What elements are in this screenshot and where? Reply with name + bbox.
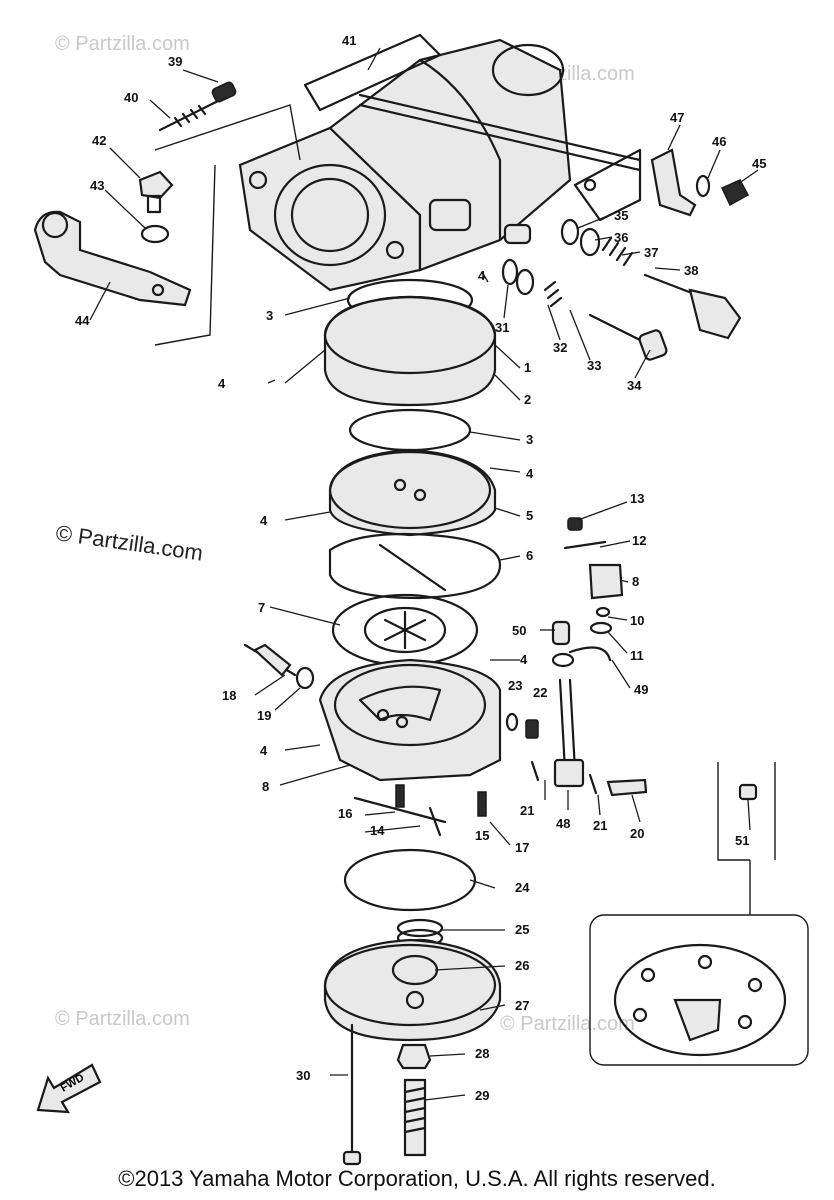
callout-12: 12	[632, 533, 646, 548]
callout-27: 27	[515, 998, 529, 1013]
callout-26: 26	[515, 958, 529, 973]
callout-3b: 3	[526, 432, 533, 447]
linkage-small-parts	[505, 712, 648, 797]
callout-47: 47	[670, 110, 684, 125]
callout-4d: 4	[260, 513, 268, 528]
callout-34: 34	[627, 378, 642, 393]
callout-19: 19	[257, 708, 271, 723]
callout-32: 32	[553, 340, 567, 355]
callout-4b: 4	[218, 376, 226, 391]
watermark-prominent: © Partzilla.com	[54, 520, 204, 565]
callout-22: 22	[533, 685, 547, 700]
leader-lines	[89, 47, 759, 1101]
lever-shaft-assembly	[551, 620, 612, 788]
callout-51: 51	[735, 833, 749, 848]
needle-valve-assembly	[563, 517, 624, 635]
callout-20: 20	[630, 826, 644, 841]
callout-36: 36	[614, 230, 628, 245]
callout-21a: 21	[520, 803, 534, 818]
callout-18: 18	[222, 688, 236, 703]
callout-16: 16	[338, 806, 352, 821]
callout-29: 29	[475, 1088, 489, 1103]
pilot-screw-assembly	[560, 218, 742, 340]
callout-35: 35	[614, 208, 628, 223]
callout-41: 41	[342, 33, 356, 48]
callout-45: 45	[752, 156, 766, 171]
callout-8b: 8	[262, 779, 269, 794]
pump-gasket	[328, 532, 502, 600]
fuel-inlet-fitting	[243, 643, 315, 690]
diaphragm-stack-upper	[323, 278, 497, 452]
callout-49: 49	[634, 682, 648, 697]
callout-4a: 4	[478, 268, 486, 283]
callout-38: 38	[684, 263, 698, 278]
callout-43: 43	[90, 178, 104, 193]
callout-4c: 4	[526, 466, 534, 481]
fwd-arrow-icon: FWD	[36, 1063, 102, 1114]
pump-body	[328, 448, 497, 537]
callout-2: 2	[524, 392, 531, 407]
callout-39: 39	[168, 54, 182, 69]
callout-17: 17	[515, 840, 529, 855]
callout-37: 37	[644, 245, 658, 260]
callout-5: 5	[526, 508, 533, 523]
callout-44: 44	[75, 313, 90, 328]
callout-15: 15	[475, 828, 489, 843]
callout-13: 13	[630, 491, 644, 506]
callout-42: 42	[92, 133, 106, 148]
callout-24: 24	[515, 880, 530, 895]
carburetor-lower-body	[318, 658, 502, 782]
callout-30: 30	[296, 1068, 310, 1083]
carburetor-body	[238, 33, 642, 292]
callout-31: 31	[495, 320, 509, 335]
copyright-notice: ©2013 Yamaha Motor Corporation, U.S.A. A…	[118, 1166, 716, 1191]
inset-detail	[589, 762, 809, 1066]
regulator-diaphragm	[343, 848, 477, 912]
callout-8a: 8	[632, 574, 639, 589]
callout-40: 40	[124, 90, 138, 105]
callout-4f: 4	[260, 743, 268, 758]
watermark: © Partzilla.com	[55, 1008, 190, 1030]
cover-fasteners	[342, 1023, 432, 1166]
callout-48: 48	[556, 816, 570, 831]
callout-10: 10	[630, 613, 644, 628]
callout-6: 6	[526, 548, 533, 563]
main-jet-assembly	[501, 258, 668, 361]
washer	[140, 224, 170, 244]
callout-50: 50	[512, 623, 526, 638]
callout-21b: 21	[593, 818, 607, 833]
callout-46: 46	[712, 134, 726, 149]
callout-14: 14	[370, 823, 385, 838]
callout-4e: 4	[520, 652, 528, 667]
check-valve-plate	[331, 593, 479, 667]
watermark: © Partzilla.com	[55, 33, 190, 55]
callout-23: 23	[508, 678, 522, 693]
callout-28: 28	[475, 1046, 489, 1061]
bracket-frame	[154, 104, 301, 346]
callout-25: 25	[515, 922, 529, 937]
idle-screw	[158, 81, 237, 132]
choke-lever-assembly	[650, 148, 750, 217]
callout-7: 7	[258, 600, 265, 615]
callout-11: 11	[630, 648, 644, 663]
watermark: © Partzilla.com	[500, 1013, 635, 1035]
throttle-lever	[33, 210, 192, 307]
drain-plug	[138, 170, 174, 214]
pivot-pin-assembly	[353, 784, 487, 837]
callout-33: 33	[587, 358, 601, 373]
callout-3a: 3	[266, 308, 273, 323]
callout-1: 1	[524, 360, 531, 375]
callouts: 41 39 40 42 43 44 47 46 45 35 36 37 38 4…	[75, 33, 766, 1103]
regulator-cover	[323, 938, 502, 1042]
